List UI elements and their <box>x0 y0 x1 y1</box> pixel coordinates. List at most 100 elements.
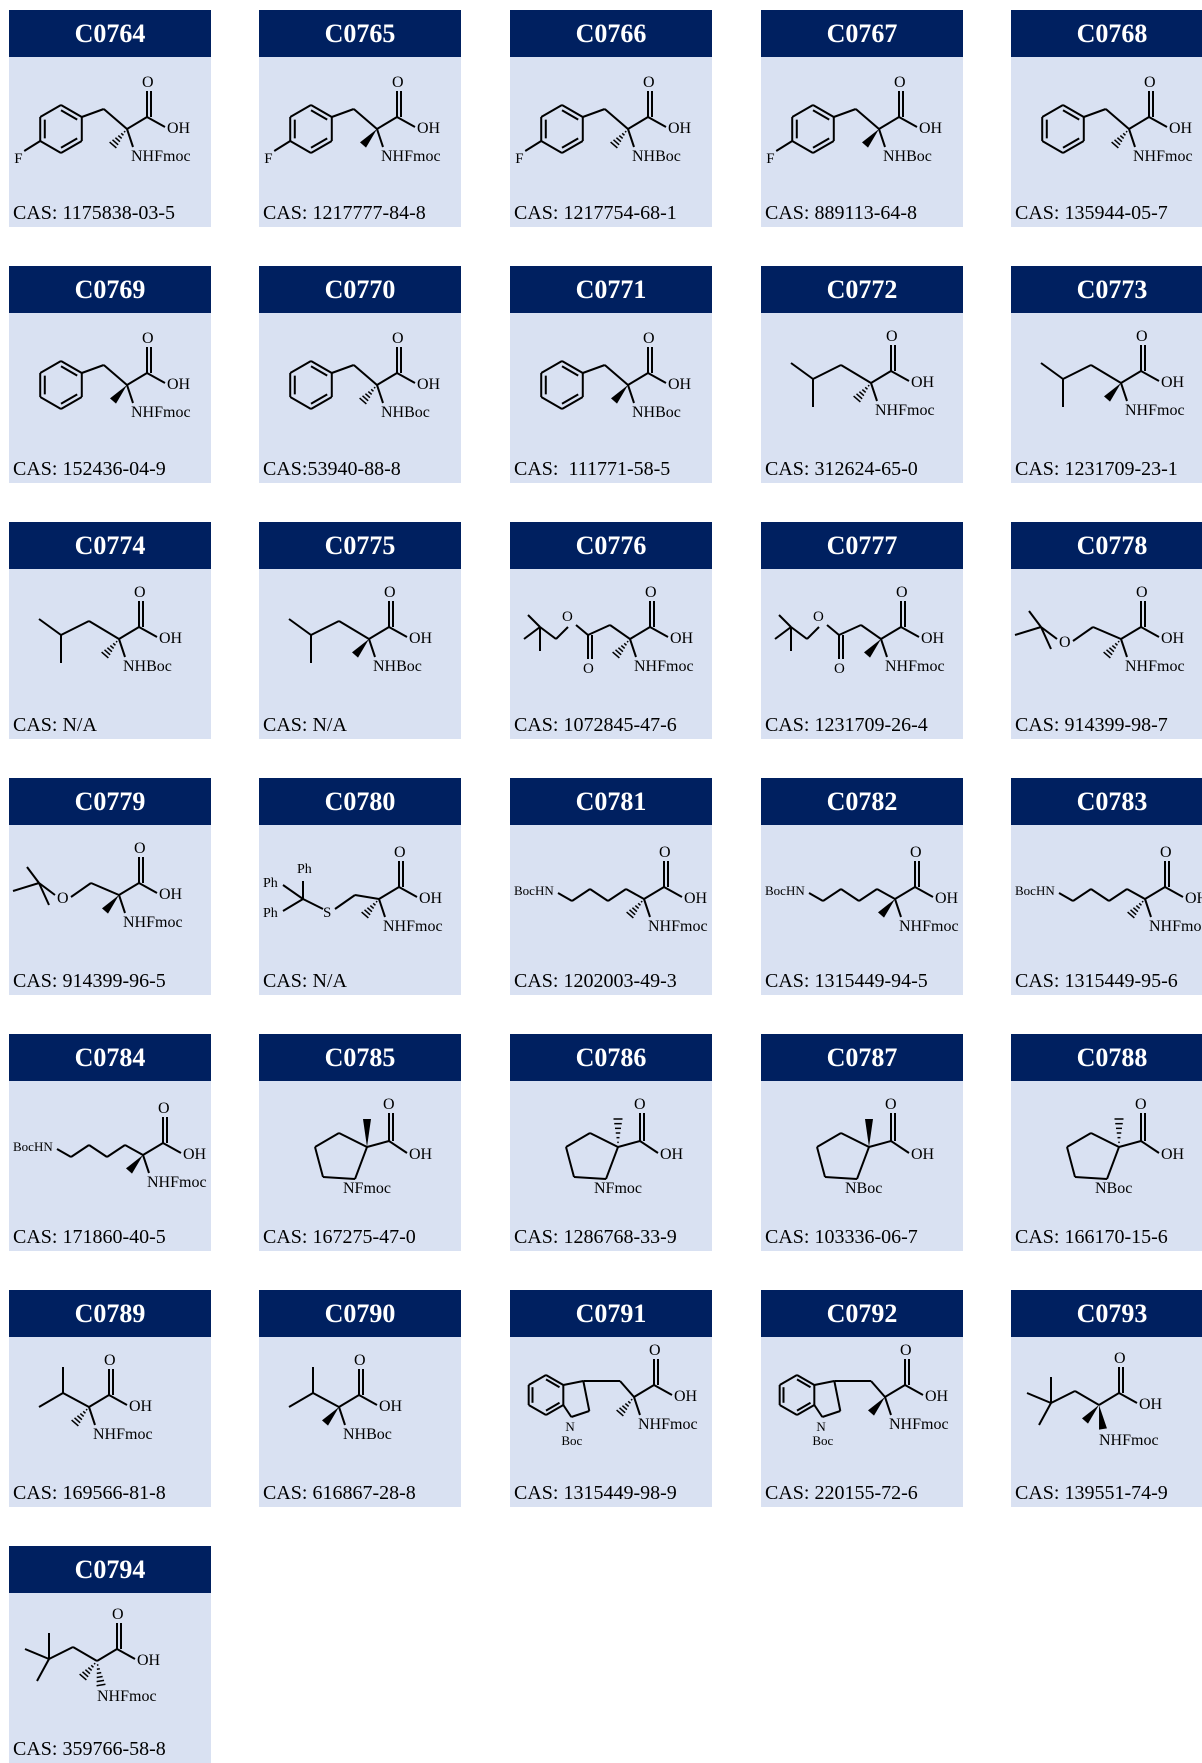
hash-bond <box>80 1414 83 1417</box>
compound-code: C0781 <box>510 778 712 825</box>
compound-code: C0787 <box>761 1034 963 1081</box>
ring-bond <box>814 1381 834 1385</box>
carbonyl-oxygen: O <box>645 584 657 601</box>
ring-bond <box>780 1405 797 1415</box>
bond <box>39 1393 63 1407</box>
bond <box>877 889 895 899</box>
hash-bond <box>635 906 638 909</box>
hash-bond <box>1139 903 1141 905</box>
hash-bond <box>363 396 369 401</box>
hydroxyl-label: OH <box>684 890 708 907</box>
hash-bond <box>370 906 373 909</box>
bond <box>813 365 841 379</box>
compound-code: C0791 <box>510 1290 712 1337</box>
bond <box>163 1143 181 1153</box>
cas-number: CAS: 1231709-26-4 <box>765 714 928 737</box>
bond <box>827 625 839 635</box>
bond <box>881 639 887 657</box>
amine-label: NHFmoc <box>147 1174 207 1191</box>
bond <box>1075 1391 1099 1405</box>
cas-number: CAS: 220155-72-6 <box>765 1482 918 1505</box>
cas-number: CAS: 1202003-49-3 <box>514 970 677 993</box>
bond <box>1145 887 1165 899</box>
cas-number: CAS: 616867-28-8 <box>263 1482 416 1505</box>
compound-code: C0788 <box>1011 1034 1202 1081</box>
cas-number: CAS: 1315449-95-6 <box>1015 970 1178 993</box>
bond <box>1051 1391 1075 1403</box>
bond <box>379 899 385 917</box>
ring-bond <box>583 1381 589 1411</box>
bond <box>119 883 139 895</box>
bond <box>879 129 885 147</box>
hash-bond <box>616 650 622 655</box>
hydroxyl-label: OH <box>935 890 959 907</box>
bond <box>289 619 311 635</box>
carbonyl-oxygen: O <box>104 1352 116 1369</box>
carbonyl-oxygen: O <box>1114 1350 1126 1367</box>
hash-bond <box>621 646 624 649</box>
bond <box>109 1395 127 1405</box>
carbonyl-oxygen: O <box>1144 74 1156 91</box>
bond <box>841 1133 869 1147</box>
ring-bond <box>541 361 562 373</box>
bond <box>89 621 119 639</box>
hydroxyl-label: OH <box>668 376 692 393</box>
cas-number: CAS: 169566-81-8 <box>13 1482 166 1505</box>
hydroxyl-label: OH <box>1161 1146 1185 1163</box>
cas-number: CAS: 167275-47-0 <box>263 1226 416 1249</box>
bond <box>127 385 133 403</box>
bond <box>1029 611 1041 627</box>
amine-label: NHFmoc <box>1125 658 1185 675</box>
hash-bond <box>1136 906 1139 909</box>
hydroxyl-label: OH <box>674 1388 698 1405</box>
wedge-bond <box>360 129 377 148</box>
bond <box>525 141 541 151</box>
cas-number: CAS: 111771-58-5 <box>514 458 670 481</box>
hydroxyl-label: OH <box>417 120 441 137</box>
wedge-bond <box>363 1119 371 1147</box>
ring-bond <box>290 141 311 153</box>
bond <box>315 1133 339 1147</box>
cas-number: CAS: 1231709-23-1 <box>1015 458 1178 481</box>
indole-nitrogen: N <box>816 1419 826 1434</box>
hash-bond <box>97 1684 106 1685</box>
hash-bond <box>865 387 867 389</box>
cas-number: CAS: N/A <box>263 714 347 737</box>
bond <box>377 117 397 129</box>
bond <box>664 887 682 897</box>
hash-bond <box>116 641 117 642</box>
ester-oxygen: O <box>834 661 845 677</box>
bond <box>1067 1147 1075 1177</box>
bond <box>104 109 127 129</box>
hash-bond <box>630 910 636 915</box>
ether-oxygen: O <box>1059 634 1071 651</box>
bond <box>825 1177 857 1179</box>
bond <box>89 1145 107 1157</box>
compound-code: C0767 <box>761 10 963 57</box>
bond <box>885 1397 891 1415</box>
hash-bond <box>622 133 624 135</box>
bond <box>1099 1393 1119 1405</box>
ring-bond <box>563 1381 583 1385</box>
hash-bond <box>115 138 120 142</box>
ester-oxygen: O <box>583 661 594 677</box>
wedge-bond <box>864 639 881 658</box>
carbonyl-oxygen: O <box>886 328 898 345</box>
hydroxyl-label: OH <box>167 376 191 393</box>
bond <box>895 899 901 917</box>
bond <box>119 895 125 913</box>
ring-bond <box>290 105 311 117</box>
bond <box>303 899 323 909</box>
